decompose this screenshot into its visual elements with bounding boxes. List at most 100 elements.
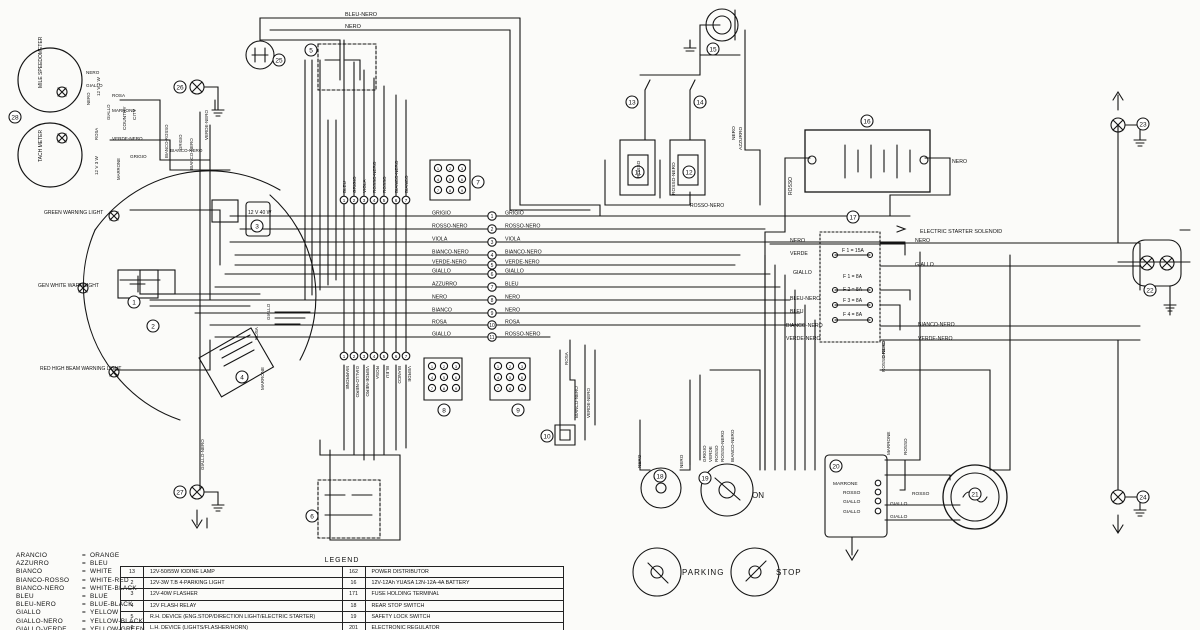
component-number: 6 [310, 513, 314, 520]
legend-description: R.H. DEVICE (ENG.STOP/DIRECTION LIGHT/EL… [150, 613, 316, 620]
wire-label: BLEU [385, 366, 390, 378]
component-number: 26 [176, 84, 184, 91]
connector-7-pin [457, 163, 467, 173]
on-label: ON [752, 491, 764, 500]
connector-pin-number: 4 [491, 253, 494, 259]
color-key-equals: = [81, 560, 87, 568]
fuse-rating: F 1 = 8A [843, 274, 863, 280]
bundle-pin-number: 7 [405, 354, 408, 359]
color-key-equals: = [81, 552, 87, 559]
wire-label: ROSSO-NERO [432, 224, 467, 230]
wire-label: BIANCO-NERO [730, 429, 735, 462]
color-key-equals: = [81, 593, 87, 601]
bundle-pin [359, 351, 369, 361]
regulator-terminal-label: GIALLO [843, 499, 861, 505]
wire-label: VERDE [708, 446, 713, 462]
wire-label: BIANCO-NERO [394, 160, 399, 193]
component-number-circle [437, 403, 451, 417]
color-key-row: BLEU=BLUE [16, 593, 166, 601]
warning-light-label: GREEN WARNING LIGHT [44, 210, 103, 216]
regulator-terminal-label: MARRONE [833, 481, 858, 487]
color-key-english: WHITE-RED [90, 576, 129, 584]
connector-8-pin [451, 383, 461, 393]
regulator-pin [874, 497, 882, 505]
neutral-switch-10 [554, 424, 576, 446]
bundle-pin [391, 351, 401, 361]
regulator-pin [874, 507, 882, 515]
connector-pin-number: 7 [491, 285, 494, 291]
component-number: 28 [11, 114, 19, 121]
connector-9-pin-number: 9 [521, 386, 524, 391]
legend-number: 201 [343, 622, 366, 630]
connector-8-pin [451, 361, 461, 371]
component-number: 19 [701, 475, 709, 482]
wire-label: VIOLA [505, 237, 521, 243]
switch-position-label: CITY [132, 108, 138, 120]
connector-pin-number: 11 [489, 335, 494, 341]
connector-8-pin-number: 9 [455, 386, 458, 391]
wire-label: ROSSO-NERO [881, 340, 886, 372]
connector-pin-number: 6 [491, 272, 494, 278]
parking-switch [632, 547, 682, 597]
color-key-english: BLUE-BLACK [90, 601, 133, 609]
regulator-terminal-label: ROSSO [843, 490, 861, 496]
color-key-english: WHITE-BLACK [90, 584, 137, 592]
color-key-italian: BIANCO-ROSSO [16, 576, 70, 584]
wire-label: NERO [505, 295, 520, 301]
fuse-rating: F 2 = 8A [843, 287, 863, 293]
color-key-italian: GIALLO [16, 609, 41, 617]
wire-label: VERDE-NERO [918, 336, 953, 342]
connector-9-pin-number: 3 [521, 364, 524, 369]
lamp-27 [189, 484, 225, 530]
wire-label: ROSSO-NERO [505, 332, 540, 338]
connector-pin [487, 250, 497, 260]
component-number: 3 [255, 223, 259, 230]
bundle-pin-number: 4 [373, 198, 376, 203]
connector-9-pin [493, 372, 503, 382]
wire-label: VIOLA [432, 237, 448, 243]
component-number-circle [682, 165, 696, 179]
wire-label: NERO [915, 238, 930, 244]
connector-7-pin [433, 185, 443, 195]
bundle-pin [391, 195, 401, 205]
legend-number: 3 [121, 589, 144, 600]
parking-label: PARKING [682, 568, 725, 577]
stop-switch-18 [640, 467, 682, 509]
bundle-pin-number: 3 [363, 198, 366, 203]
connector-7 [429, 159, 471, 201]
wire-label: BIANCO [397, 366, 402, 384]
wire-label: VERDE-NERO [505, 260, 540, 266]
wire-label: BLEU-NERO [345, 12, 378, 18]
color-key-italian: BLEU [16, 593, 34, 601]
component-number: 8 [442, 407, 446, 414]
battery-16 [804, 129, 931, 193]
component-number-circle [127, 295, 141, 309]
wire-label: NERO [86, 92, 91, 105]
component-number-circle [235, 370, 249, 384]
legend-description: L.H. DEVICE (LIGHTS/FLASHER/HORN) [150, 624, 249, 630]
component-number: 10 [543, 433, 551, 440]
color-key-row: AZZURRO=BLEU [16, 560, 166, 568]
component-number-circle [693, 95, 707, 109]
component-number: 5 [309, 47, 313, 54]
legend-title: LEGEND [324, 557, 360, 564]
bundle-pin-number: 6 [395, 198, 398, 203]
connector-pin [487, 237, 497, 247]
component-number-circle [968, 487, 982, 501]
regulator-pin [874, 488, 882, 496]
bundle-pin [359, 195, 369, 205]
connector-8-pin [439, 383, 449, 393]
wire-label: VERDE-NERO [432, 260, 467, 266]
bundle-pin-number: 5 [383, 198, 386, 203]
wire-label: GIALLO-NERO [355, 366, 360, 398]
wire-label: GRIGIO [505, 211, 524, 217]
color-key-equals: = [81, 625, 87, 630]
connector-pin-circles [8, 42, 1157, 523]
connector-pin [487, 282, 497, 292]
component-number-circle [1136, 490, 1150, 504]
